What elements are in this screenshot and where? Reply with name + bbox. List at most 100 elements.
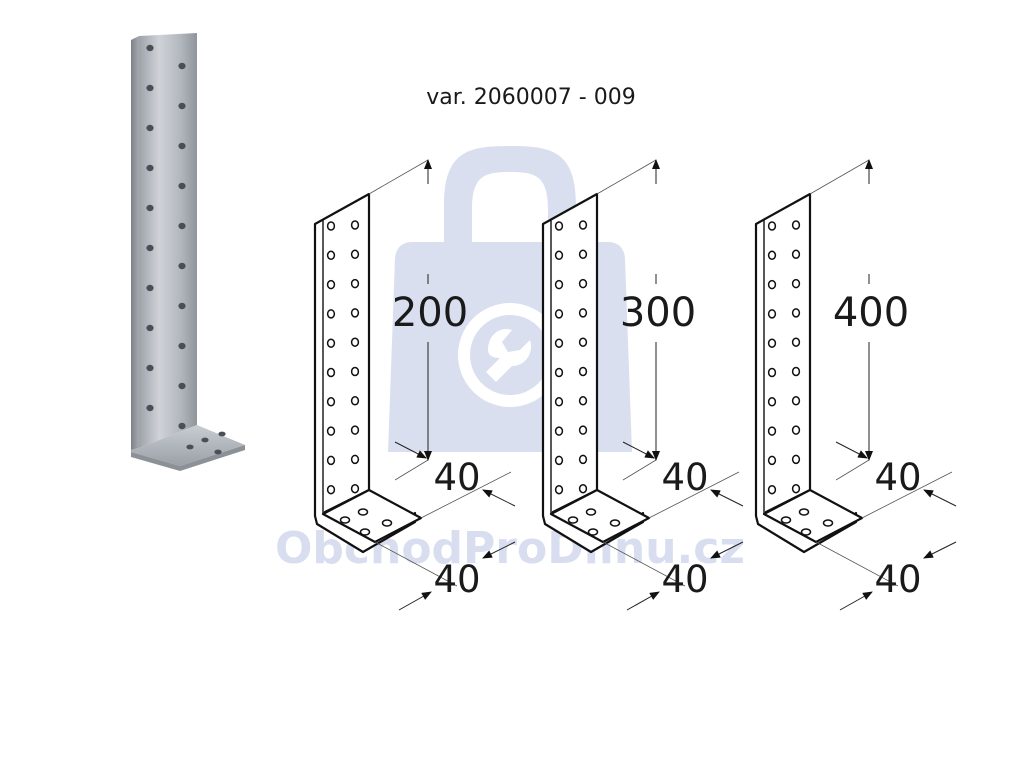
bracket-outline xyxy=(313,192,417,554)
foot-hole xyxy=(822,519,834,527)
photo-hole xyxy=(146,84,154,92)
mounting-hole xyxy=(791,220,801,230)
height-label: 200 xyxy=(392,290,468,336)
bracket-outline xyxy=(541,192,645,554)
foot-hole xyxy=(567,516,579,524)
galvanized-angle-bracket-photo xyxy=(131,33,245,471)
height-label: 300 xyxy=(620,290,696,336)
mounting-hole xyxy=(578,308,588,318)
mounting-hole xyxy=(554,484,564,495)
mounting-hole xyxy=(350,308,360,318)
mounting-hole xyxy=(578,249,588,260)
photo-hole xyxy=(146,164,154,172)
height-leader xyxy=(622,441,655,459)
mounting-hole xyxy=(326,250,336,261)
photo-hole xyxy=(178,382,186,390)
extension-line xyxy=(648,471,740,519)
foot-hole xyxy=(359,528,371,536)
mounting-hole xyxy=(767,484,777,495)
extension-line xyxy=(374,541,458,587)
mounting-hole xyxy=(350,366,360,377)
mounting-hole xyxy=(554,426,564,436)
mounting-hole xyxy=(767,338,777,348)
photo-hole xyxy=(178,222,186,230)
photo-hole xyxy=(178,422,186,430)
mounting-hole xyxy=(791,308,801,318)
photo-hole xyxy=(146,404,154,412)
mounting-hole xyxy=(767,279,777,290)
mounting-hole xyxy=(767,455,777,466)
mounting-hole xyxy=(791,366,801,377)
mounting-hole xyxy=(554,397,564,407)
mounting-hole xyxy=(326,426,336,436)
extension-line xyxy=(835,459,870,481)
photo-hole xyxy=(146,124,154,132)
mounting-hole xyxy=(554,250,564,261)
photo-hole xyxy=(146,324,154,332)
mounting-hole xyxy=(326,484,336,495)
depth-label: 40 xyxy=(874,558,921,601)
width-arrow xyxy=(923,489,957,507)
mounting-hole xyxy=(767,426,777,436)
mounting-hole xyxy=(578,425,588,435)
photo-hole xyxy=(146,204,154,212)
mounting-hole xyxy=(578,337,588,347)
photo-holes xyxy=(146,44,226,455)
mounting-hole xyxy=(578,454,588,465)
mounting-hole xyxy=(350,337,360,347)
foot-hole xyxy=(339,516,351,524)
foot-hole xyxy=(800,528,812,536)
photo-hole xyxy=(178,142,186,150)
depth-arrow xyxy=(710,541,744,559)
mounting-hole xyxy=(791,483,801,494)
height-leader xyxy=(394,441,427,459)
mounting-hole xyxy=(326,309,336,319)
mounting-hole xyxy=(791,454,801,465)
variant-300: 300 40 40 xyxy=(541,159,744,611)
foot-hole xyxy=(780,516,792,524)
mounting-hole xyxy=(791,249,801,260)
photo-hole xyxy=(178,62,186,70)
width-label: 40 xyxy=(433,456,480,499)
bracket-outline xyxy=(754,192,858,554)
width-label: 40 xyxy=(661,456,708,499)
extension-line xyxy=(602,541,686,587)
mounting-hole xyxy=(791,396,801,406)
mounting-hole xyxy=(791,425,801,435)
photo-hole xyxy=(146,44,154,52)
mounting-hole xyxy=(326,221,336,231)
mounting-hole xyxy=(326,455,336,466)
width-arrow xyxy=(482,489,516,507)
photo-hole xyxy=(146,244,154,252)
extension-line xyxy=(596,159,657,195)
mounting-hole xyxy=(350,396,360,406)
mounting-hole xyxy=(767,367,777,378)
mounting-hole xyxy=(350,454,360,465)
mounting-hole xyxy=(554,338,564,348)
mounting-hole xyxy=(578,366,588,377)
photo-hole xyxy=(146,284,154,292)
extension-line xyxy=(394,459,429,481)
extension-line xyxy=(861,471,953,519)
extension-line xyxy=(815,541,899,587)
mounting-hole xyxy=(767,309,777,319)
photo-hole xyxy=(218,431,226,437)
mounting-hole xyxy=(350,483,360,494)
width-arrow xyxy=(710,489,744,507)
extension-line xyxy=(368,159,429,195)
mounting-hole xyxy=(578,483,588,494)
depth-label: 40 xyxy=(661,558,708,601)
photo-hole xyxy=(178,182,186,190)
variant-caption: var. 2060007 - 009 xyxy=(426,85,635,110)
mounting-hole xyxy=(578,278,588,289)
foot-hole xyxy=(585,508,597,516)
mounting-hole xyxy=(554,279,564,290)
height-leader xyxy=(835,441,868,459)
extension-line xyxy=(420,471,512,519)
foot-hole xyxy=(609,519,621,527)
mounting-hole xyxy=(326,338,336,348)
mounting-hole xyxy=(326,279,336,290)
